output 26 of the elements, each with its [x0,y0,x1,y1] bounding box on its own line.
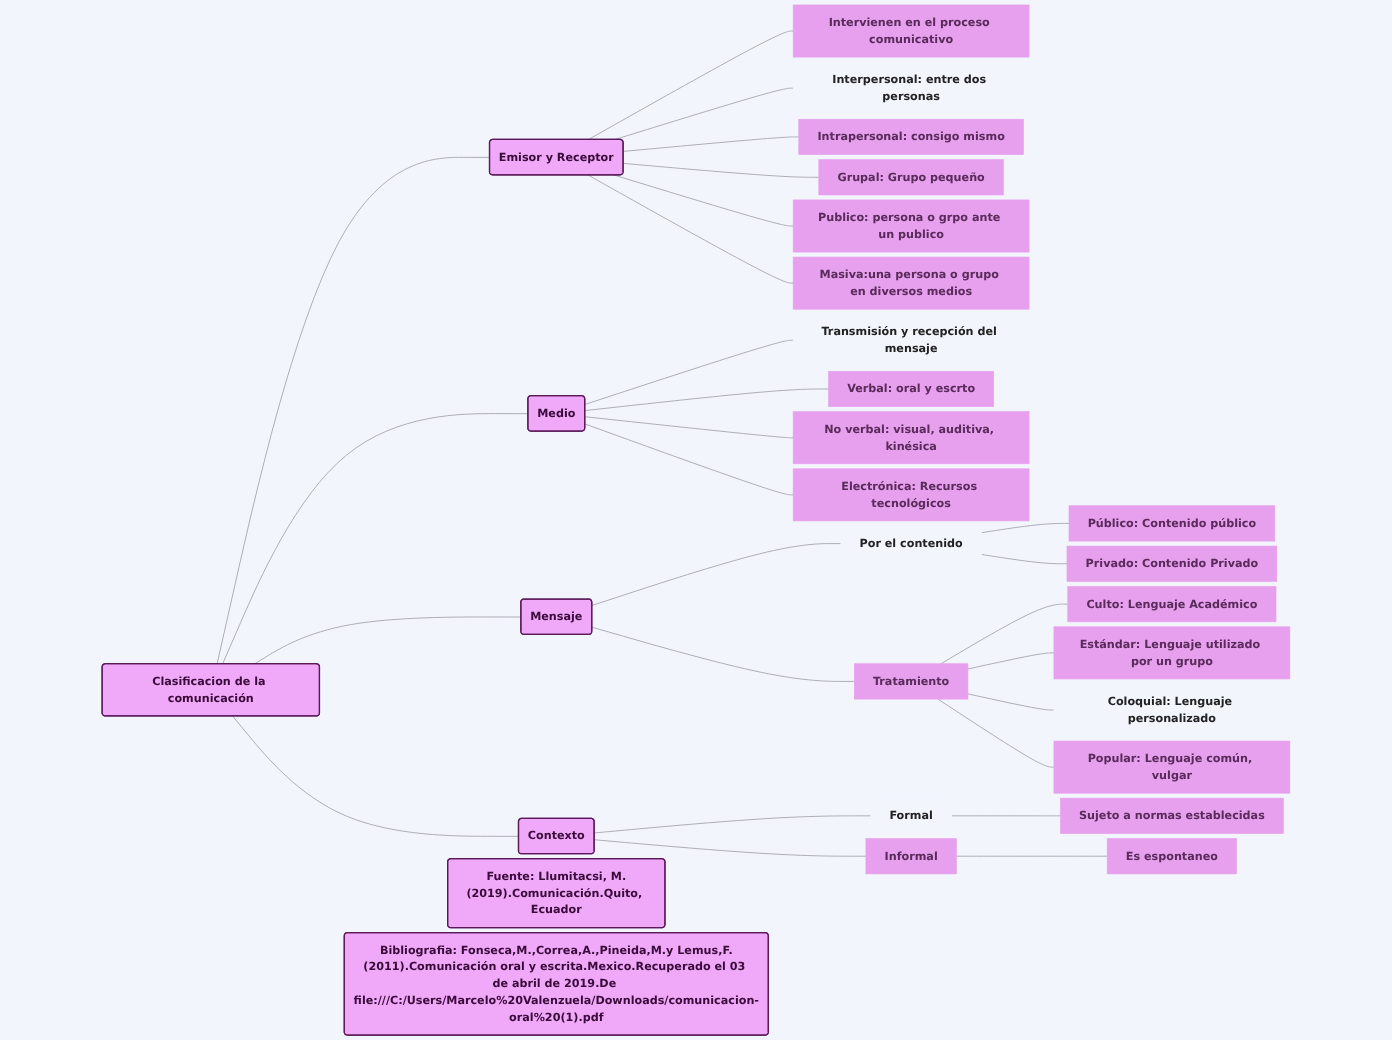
connector [584,339,794,405]
connector [593,815,872,834]
connector [584,416,794,439]
connector [951,815,1061,817]
connector [232,715,520,837]
connector [980,522,1070,534]
connector [955,855,1108,857]
connector [613,174,794,227]
connector [622,162,820,178]
connector [967,652,1055,670]
connector [613,87,794,141]
connector [253,616,522,665]
connector [587,174,794,284]
connector [216,156,491,665]
connector [937,698,1055,768]
connector [584,388,829,412]
connector [980,554,1068,565]
connector [222,413,529,665]
connector [587,30,794,141]
connector [584,423,794,496]
connector [622,136,800,152]
connector [591,543,842,606]
connector [967,693,1055,711]
connector [591,626,855,682]
connector [940,603,1069,665]
connector [593,839,867,857]
